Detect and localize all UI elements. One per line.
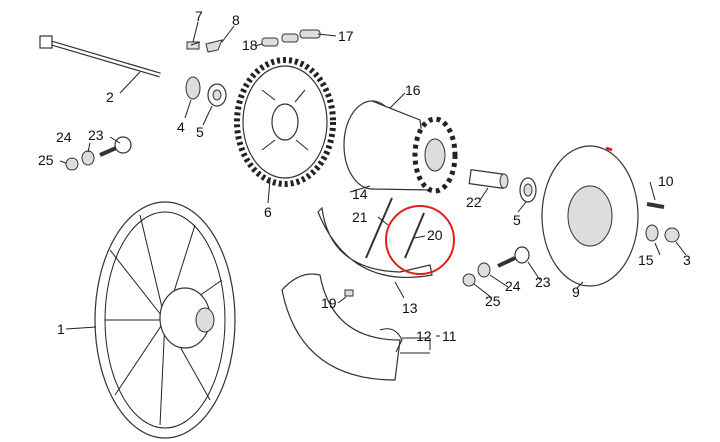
spoke-part-highlighted[interactable] xyxy=(404,212,425,259)
callout-7: 7 xyxy=(195,8,203,24)
callout-20: 20 xyxy=(427,227,443,243)
callout-10: 10 xyxy=(658,173,674,189)
rim-band-part[interactable] xyxy=(317,206,433,279)
callout-16: 16 xyxy=(405,82,421,98)
chain-link-part[interactable] xyxy=(261,29,321,47)
callout-25-left: 25 xyxy=(38,152,54,168)
callout-8: 8 xyxy=(232,12,240,28)
nut-part-right[interactable] xyxy=(664,227,680,243)
callout-1: 1 xyxy=(57,321,65,337)
leader-lines xyxy=(59,21,687,354)
callout-21: 21 xyxy=(352,209,368,225)
callout-5-right: 5 xyxy=(513,212,521,228)
callout-11: 11 xyxy=(442,328,457,344)
callout-24-right: 24 xyxy=(505,278,521,294)
callout-23-left: 23 xyxy=(88,127,104,143)
axle-part[interactable] xyxy=(39,35,161,78)
washer-part-right[interactable] xyxy=(645,224,659,242)
callout-23-right: 23 xyxy=(535,274,551,290)
bearing-part-right[interactable] xyxy=(519,177,537,203)
eccentric-bolt-part-right[interactable] xyxy=(497,246,530,268)
callout-17: 17 xyxy=(338,28,354,44)
callout-2: 2 xyxy=(106,89,114,105)
callout-18: 18 xyxy=(242,37,258,53)
inner-tube-part[interactable] xyxy=(379,328,403,353)
eccentric-bolt-part[interactable] xyxy=(99,136,132,157)
washer-part-right-2[interactable] xyxy=(477,262,491,278)
nut-part[interactable] xyxy=(65,157,79,171)
callout-15: 15 xyxy=(638,252,654,268)
callout-6: 6 xyxy=(264,204,272,220)
washer-part[interactable] xyxy=(81,150,95,166)
callout-9: 9 xyxy=(572,284,580,300)
callout-5-left: 5 xyxy=(196,124,204,140)
spacer-part[interactable] xyxy=(185,76,201,100)
wheel-part[interactable] xyxy=(94,201,236,439)
tire-part[interactable] xyxy=(281,273,401,381)
callout-19: 19 xyxy=(321,295,337,311)
bolt-part[interactable] xyxy=(186,41,201,50)
lock-tab-part[interactable] xyxy=(205,39,223,53)
sprocket-part[interactable] xyxy=(234,57,336,187)
callout-14: 14 xyxy=(352,186,368,202)
callout-22: 22 xyxy=(466,194,482,210)
rear-hub-part[interactable] xyxy=(343,100,458,194)
spacer-tube-part[interactable] xyxy=(468,169,509,189)
disc-bolt-part[interactable] xyxy=(646,202,665,209)
bearing-part[interactable] xyxy=(207,83,227,107)
callout-4: 4 xyxy=(177,119,185,135)
highlight-circle xyxy=(385,205,455,275)
spoke-nipple-part[interactable] xyxy=(344,289,354,297)
callout-13: 13 xyxy=(402,300,418,316)
callout-12: 12 xyxy=(416,328,432,344)
brake-disc-part[interactable] xyxy=(541,145,639,287)
nut-part-right-2[interactable] xyxy=(462,273,476,287)
callout-25-right: 25 xyxy=(485,293,501,309)
spoke-part[interactable] xyxy=(365,197,393,259)
callout-3: 3 xyxy=(683,252,691,268)
callout-24-left: 24 xyxy=(56,129,72,145)
